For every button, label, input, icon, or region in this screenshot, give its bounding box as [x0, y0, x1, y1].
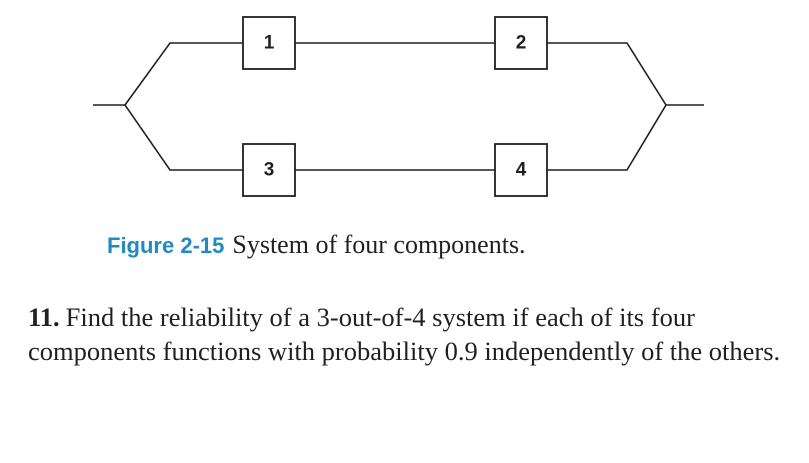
figure-caption-text: System of four components. [232, 230, 526, 259]
component-box-3: 3 [242, 143, 296, 197]
component-label-1: 1 [264, 33, 275, 54]
component-label-3: 3 [264, 160, 275, 181]
join-lower-wire [547, 104, 667, 171]
system-diagram: 1 2 3 4 [93, 16, 704, 197]
problem-number: 11. [28, 302, 60, 332]
problem-statement: 11.Find the reliability of a 3-out-of-4 … [28, 300, 788, 368]
problem-text: Find the reliability of a 3-out-of-4 sys… [28, 302, 781, 366]
component-box-1: 1 [242, 16, 296, 70]
join-upper-wire [547, 42, 667, 106]
component-box-4: 4 [494, 143, 548, 197]
split-upper-wire [124, 42, 243, 106]
split-lower-wire [124, 104, 243, 171]
figure-label: Figure 2-15 [107, 233, 225, 258]
component-box-2: 2 [494, 16, 548, 70]
component-label-4: 4 [516, 160, 527, 181]
figure-caption: Figure 2-15 System of four components. [107, 228, 526, 266]
component-label-2: 2 [516, 33, 527, 54]
